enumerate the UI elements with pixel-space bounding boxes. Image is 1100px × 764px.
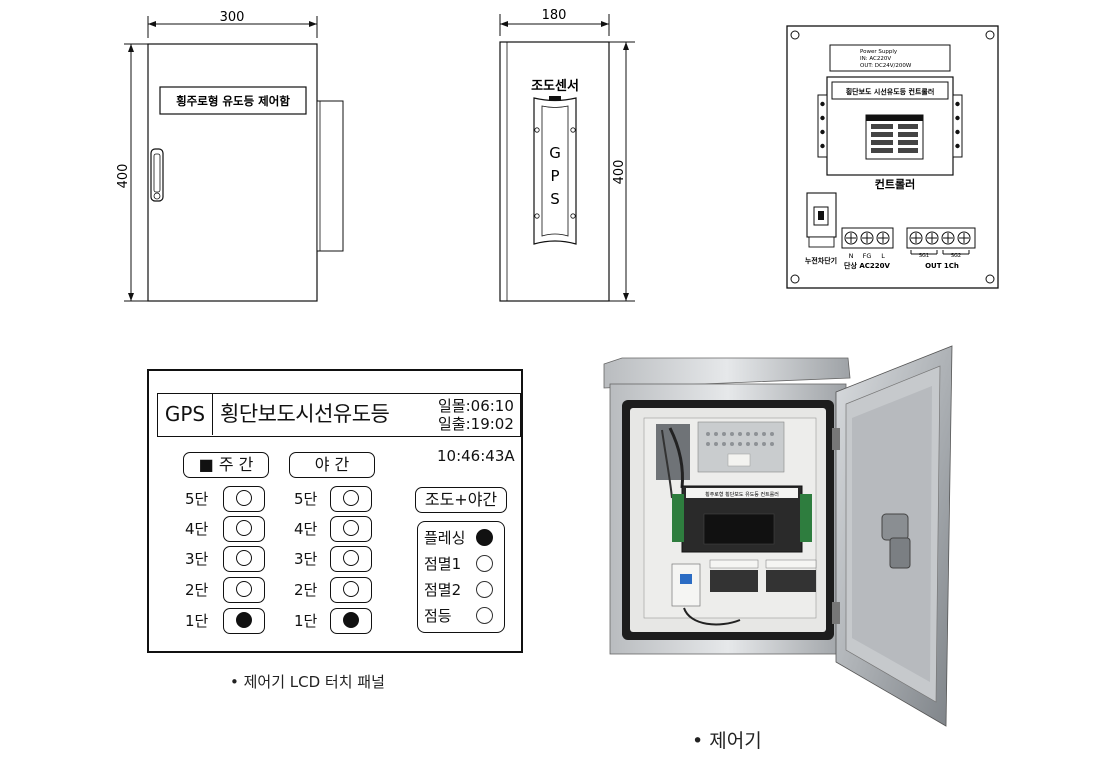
day-level-4-label: 4단: [185, 520, 209, 538]
controller-label: 컨트롤러: [875, 177, 915, 191]
side-height-label: 400: [612, 160, 627, 185]
day-level-1-button[interactable]: [223, 608, 265, 634]
night-level-4-label: 4단: [294, 520, 318, 538]
mode-steady-on-indicator: [476, 607, 493, 624]
lcd-gps-indicator: GPS: [158, 394, 213, 435]
lamp-indicator: [343, 490, 359, 506]
lamp-indicator: [343, 520, 359, 536]
night-level-1-button[interactable]: [330, 608, 372, 634]
lamp-indicator: [236, 581, 252, 597]
lcd-sun-times: 일몰:06:10 일출:19:02: [438, 397, 514, 433]
night-mode-button[interactable]: 야 간: [289, 452, 375, 478]
terminal-l: L: [881, 252, 885, 260]
output-label: OUT 1Ch: [925, 262, 959, 270]
mode-flashing-indicator: [476, 529, 493, 546]
output-group-2: SG2: [951, 253, 961, 259]
mode-blink-2[interactable]: 점멸2: [424, 580, 493, 600]
mode-flashing[interactable]: 플레싱: [424, 528, 493, 548]
night-level-1-label: 1단: [294, 612, 318, 630]
psu-line-3: OUT: DC24V/200W: [860, 63, 912, 69]
day-level-1-label: 1단: [185, 612, 209, 630]
output-group-1: SG1: [919, 253, 929, 259]
lamp-indicator: [236, 520, 252, 536]
night-level-3-label: 3단: [294, 550, 318, 568]
mode-blink-1[interactable]: 점멸1: [424, 554, 493, 574]
front-view-drawing: 300 400 횡주로형 유도등 제어함: [116, 10, 344, 302]
gps-letter-p: P: [550, 167, 559, 185]
night-level-5-button[interactable]: [330, 486, 372, 512]
side-view-drawing: 180 400 조도센서 G P S: [499, 8, 635, 302]
lcd-touch-panel: GPS 횡단보도시선유도등 일몰:06:10 일출:19:02 10:46:43…: [147, 369, 523, 653]
lamp-indicator-on: [236, 612, 252, 628]
lcd-header: GPS 횡단보도시선유도등 일몰:06:10 일출:19:02: [157, 393, 521, 437]
input-label: 단상 AC220V: [844, 261, 890, 270]
lamp-indicator: [343, 550, 359, 566]
mode-steady-on[interactable]: 점등: [424, 606, 493, 626]
terminal-n: N: [849, 252, 854, 260]
lcd-sunset: 일몰:06:10: [438, 397, 514, 415]
day-level-3-button[interactable]: [223, 546, 265, 572]
lamp-indicator: [236, 550, 252, 566]
controller-plate-text: 횡단보도 시선유도등 컨트롤러: [846, 87, 935, 96]
controller-photo: 횡주로형 횡단보도 유도등 컨트롤러: [603, 345, 953, 727]
day-level-2-button[interactable]: [223, 577, 265, 603]
mode-blink-1-indicator: [476, 555, 493, 572]
flash-mode-box: 플레싱 점멸1 점멸2 점등: [417, 521, 505, 633]
mode-blink-1-label: 점멸1: [424, 555, 462, 573]
lamp-indicator: [236, 490, 252, 506]
lcd-clock: 10:46:43A: [437, 447, 515, 465]
front-height-label: 400: [116, 164, 131, 189]
lcd-title: 횡단보도시선유도등: [220, 402, 390, 426]
front-nameplate-text: 횡주로형 유도등 제어함: [176, 94, 290, 108]
mode-blink-2-label: 점멸2: [424, 581, 462, 599]
day-level-5-label: 5단: [185, 490, 209, 508]
gps-letter-g: G: [549, 144, 561, 162]
lcd-caption: • 제어기 LCD 터치 패널: [230, 673, 385, 691]
day-level-3-label: 3단: [185, 550, 209, 568]
panel-view-drawing: Power Supply IN: AC220V OUT: DC24V/200W …: [786, 25, 999, 289]
lamp-indicator: [343, 581, 359, 597]
sensor-night-mode-button[interactable]: 조도+야간: [415, 487, 507, 513]
photo-nameplate-text: 횡주로형 횡단보도 유도등 컨트롤러: [705, 491, 779, 498]
night-level-5-label: 5단: [294, 490, 318, 508]
day-level-5-button[interactable]: [223, 486, 265, 512]
photo-caption: • 제어기: [692, 730, 762, 752]
night-level-2-label: 2단: [294, 581, 318, 599]
mode-blink-2-indicator: [476, 581, 493, 598]
day-mode-button[interactable]: ■ 주 간: [183, 452, 269, 478]
lcd-sunrise: 일출:19:02: [438, 415, 514, 433]
night-level-3-button[interactable]: [330, 546, 372, 572]
day-level-4-button[interactable]: [223, 516, 265, 542]
terminal-fg: FG: [863, 252, 872, 260]
mode-flashing-label: 플레싱: [424, 529, 466, 547]
psu-line-2: IN: AC220V: [860, 56, 891, 62]
lamp-indicator-on: [343, 612, 359, 628]
night-level-4-button[interactable]: [330, 516, 372, 542]
psu-line-1: Power Supply: [860, 49, 898, 55]
day-level-2-label: 2단: [185, 581, 209, 599]
side-width-label: 180: [542, 8, 567, 23]
mode-steady-on-label: 점등: [424, 607, 452, 625]
gps-letter-s: S: [550, 190, 560, 208]
breaker-label: 누전차단기: [805, 256, 837, 265]
front-width-label: 300: [220, 10, 245, 25]
night-level-2-button[interactable]: [330, 577, 372, 603]
sensor-label: 조도센서: [531, 78, 579, 94]
